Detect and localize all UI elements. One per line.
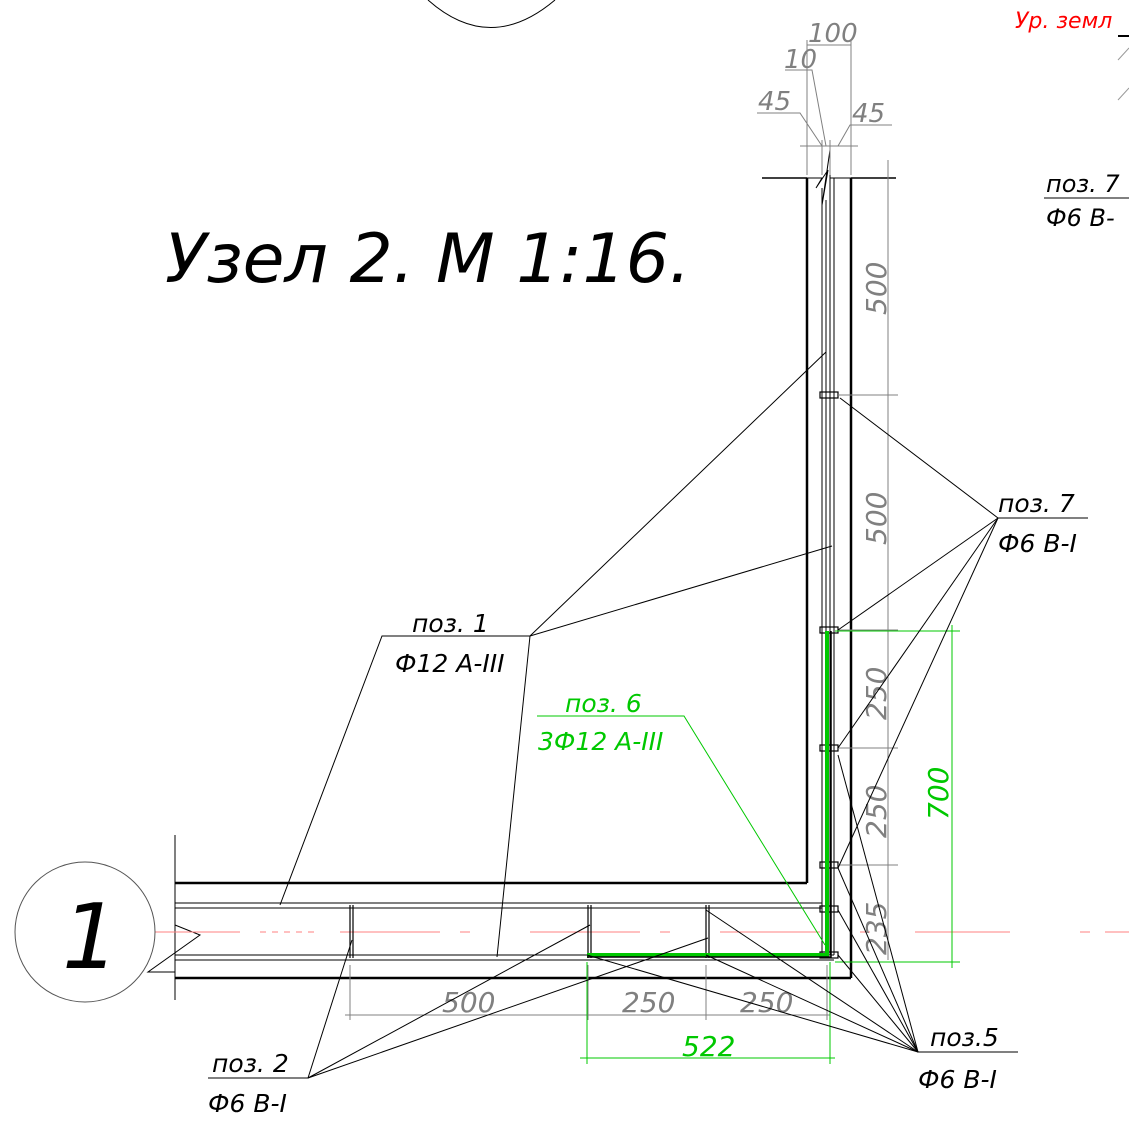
dim-top-10: 10 [784,45,817,75]
vertical-dimensions [838,160,898,960]
label-poz1-name: поз. 1 [412,609,489,638]
dim-700-lines [835,625,960,968]
drawing-title: Узел 2. М 1:16. [165,220,691,299]
label-poz1-spec: Ф12 А-III [395,649,505,678]
dim-vert-235: 235 [860,902,893,955]
label-poz2-name: поз. 2 [212,1049,289,1078]
dim-522-lines [580,962,835,1064]
leader-poz2 [208,924,709,1079]
axis-circle-top [427,0,556,28]
dim-horiz-500: 500 [442,986,495,1019]
label-poz6-spec: 3Ф12 А-III [538,727,663,756]
dim-top-100: 100 [808,19,858,49]
slab-stirrups [349,905,710,958]
label-poz7-top-name: поз. 7 [1046,170,1120,198]
dim-vert-250-lower: 250 [860,785,893,838]
rebar-poz6 [587,631,832,958]
dim-vert-700: 700 [922,767,955,820]
ground-level-mark [1117,35,1129,101]
label-poz6-name: поз. 6 [565,689,642,718]
dim-horiz-522: 522 [682,1030,735,1063]
leader-poz7 [837,397,1088,869]
slab-outline [146,835,851,1000]
leader-poz1 [279,351,833,958]
leader-poz6 [537,715,826,946]
ground-level-label: Ур. земл [1015,9,1112,34]
axis-marker-circle [14,861,156,1003]
label-poz7-spec: Ф6 В-I [998,529,1077,558]
label-poz7-top-spec: Ф6 В- [1046,204,1115,232]
label-poz2-spec: Ф6 В-I [208,1089,287,1118]
leader-poz5 [586,754,1018,1053]
top-dimensions [757,40,892,175]
dim-vert-500-upper: 500 [860,262,893,315]
dim-top-45-right: 45 [852,99,885,129]
label-poz7-top: поз. 7 Ф6 В- [1044,170,1129,232]
label-poz5-spec: Ф6 В-I [918,1065,997,1094]
label-poz5-name: поз.5 [930,1023,999,1052]
dim-top-45-left: 45 [758,87,791,117]
label-poz7-name: поз. 7 [998,489,1075,518]
dim-horiz-250-left: 250 [622,986,675,1019]
dim-vert-500-lower: 500 [860,492,893,545]
axis-marker-label: 1 [62,885,119,990]
